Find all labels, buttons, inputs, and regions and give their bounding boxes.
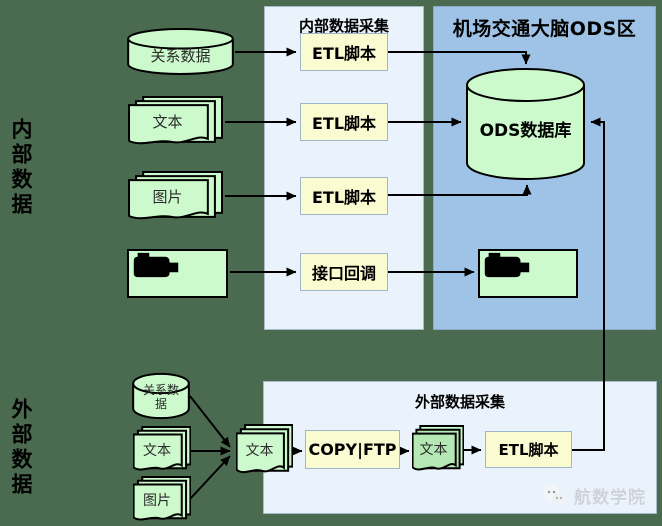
- node-etl-2-label: ETL脚本: [311, 114, 377, 133]
- arrow-extdb-to-merged: [189, 395, 231, 448]
- node-ods-db-label: ODS数据库: [479, 121, 572, 141]
- node-etl-1: ETL脚本: [300, 33, 388, 71]
- node-image-docs: 图片: [128, 171, 223, 222]
- node-image-docs-label: 图片: [152, 188, 183, 206]
- arrow-extetl-to-ods: [572, 117, 605, 451]
- watermark: 航数学院: [541, 483, 646, 508]
- node-ext-text-docs: 文本: [133, 426, 191, 473]
- side-label-external-data: 外部数据: [9, 398, 33, 498]
- node-ext-image-docs: 图片: [133, 476, 191, 523]
- node-ods-db: ODS数据库: [465, 67, 586, 181]
- panel-external-collection-title: 外部数据采集: [414, 393, 505, 411]
- watermark-logo-icon: [543, 484, 566, 506]
- side-label-internal-data: 内部数据: [9, 118, 33, 218]
- node-ext-etl: ETL脚本: [485, 431, 572, 468]
- panel-ods-zone-title: 机场交通大脑ODS区: [452, 18, 637, 40]
- node-etl-3: ETL脚本: [300, 177, 388, 215]
- node-relational-db: 关系数据: [126, 27, 235, 76]
- node-camera-ods: [478, 249, 578, 298]
- node-text-docs-label: 文本: [152, 113, 183, 131]
- node-ext-text-docs-label: 文本: [143, 443, 171, 459]
- node-ext-relational-db: 关系数据: [132, 372, 190, 420]
- node-staged-text-docs: 文本: [412, 425, 464, 473]
- arrow-etl3-to-ods: [388, 184, 532, 196]
- node-text-docs: 文本: [128, 96, 223, 147]
- node-relational-db-label: 关系数据: [150, 47, 211, 65]
- watermark-text: 航数学院: [574, 488, 646, 508]
- node-api-callback-label: 接口回调: [311, 264, 376, 283]
- video-camera-icon: [484, 252, 530, 278]
- node-ext-image-docs-label: 图片: [143, 493, 171, 509]
- node-staged-text-docs-label: 文本: [419, 442, 448, 458]
- node-merged-text-docs-label: 文本: [245, 443, 274, 459]
- arrow-etl1-to-ods: [388, 51, 531, 65]
- cylinder-shape: [466, 68, 585, 180]
- node-copy-ftp-label: COPY|FTP: [308, 440, 397, 459]
- node-ext-relational-db-label: 关系数据: [142, 383, 179, 411]
- node-copy-ftp: COPY|FTP: [305, 430, 400, 469]
- arrow-extimage-to-merged: [189, 455, 231, 500]
- node-camera-internal: [127, 249, 228, 298]
- video-camera-icon: [133, 252, 179, 278]
- node-merged-text-docs: 文本: [236, 424, 293, 476]
- node-etl-1-label: ETL脚本: [311, 44, 377, 63]
- node-etl-3-label: ETL脚本: [311, 188, 377, 207]
- node-etl-2: ETL脚本: [300, 103, 388, 141]
- node-ext-etl-label: ETL脚本: [498, 441, 559, 459]
- panel-internal-collection-title: 内部数据采集: [298, 17, 389, 35]
- node-api-callback: 接口回调: [300, 253, 388, 291]
